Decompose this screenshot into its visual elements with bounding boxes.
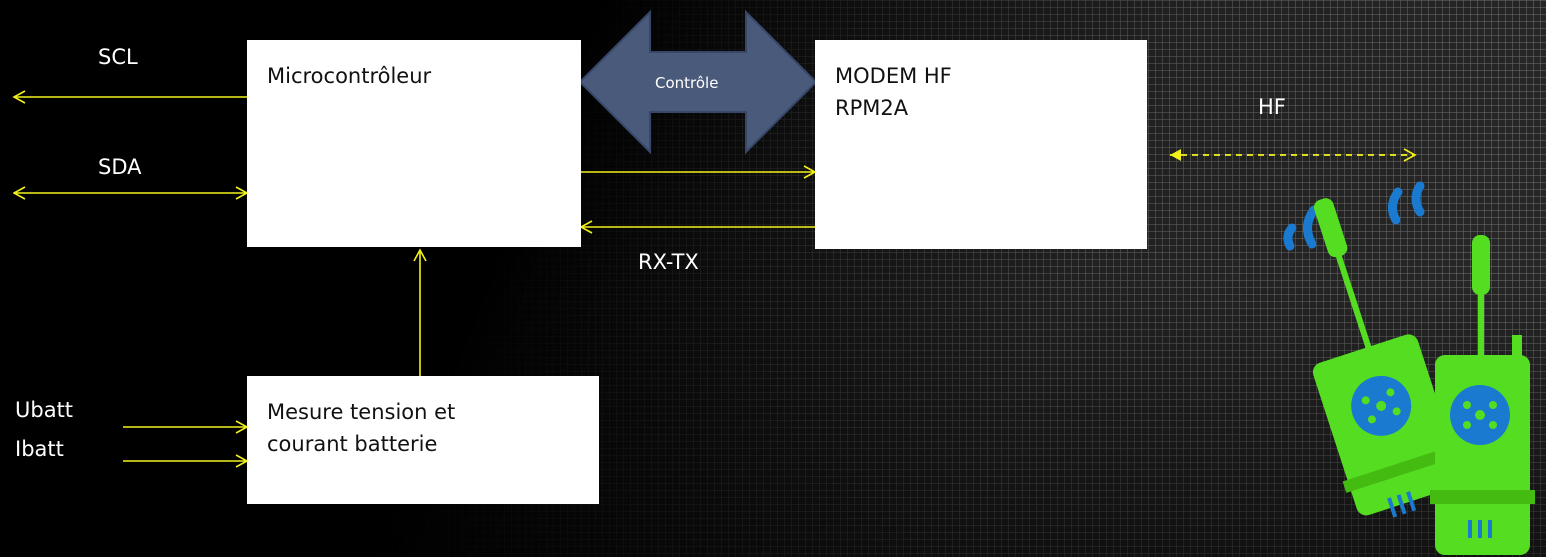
walkie-talkie-icon	[0, 0, 1546, 557]
